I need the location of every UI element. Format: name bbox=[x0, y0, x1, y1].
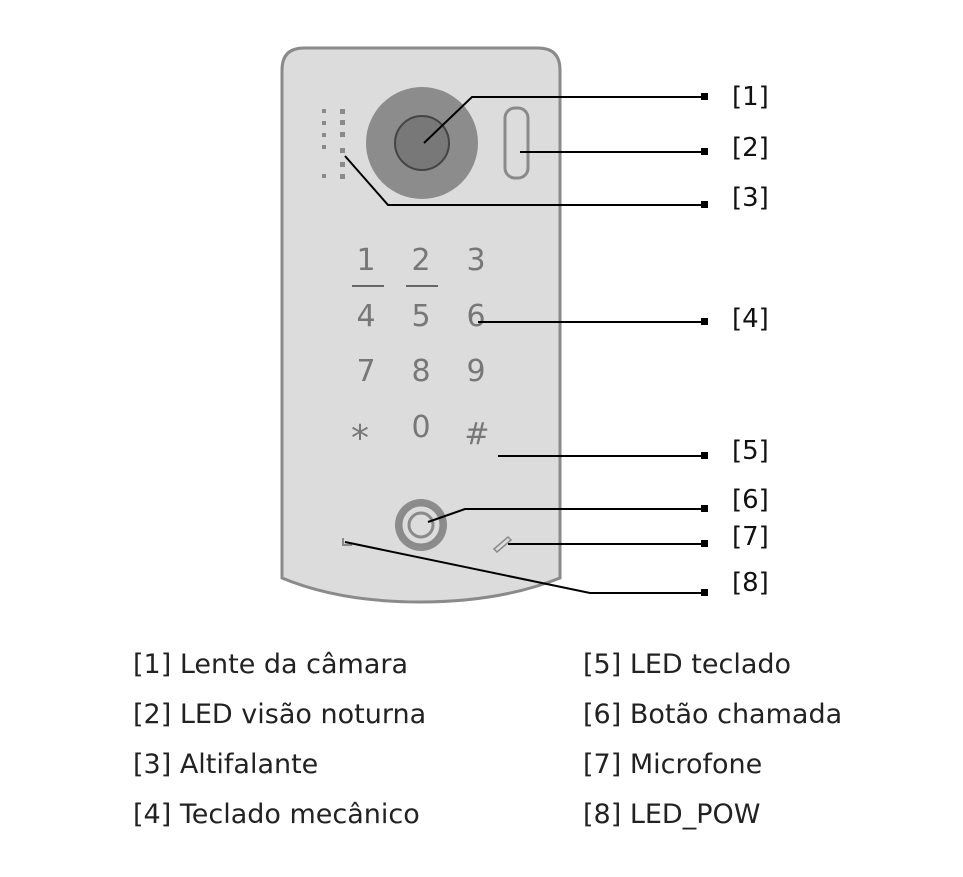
callout-5: [5] bbox=[732, 436, 769, 466]
legend-item: [8] LED_POW bbox=[583, 799, 761, 830]
callout-4: [4] bbox=[732, 304, 769, 334]
microphone-icon bbox=[492, 535, 513, 554]
key-8[interactable]: 8 bbox=[411, 354, 430, 389]
call-button[interactable] bbox=[395, 499, 447, 551]
device-body bbox=[280, 46, 562, 604]
key-star[interactable]: * bbox=[351, 418, 369, 459]
legend-item: [2] LED visão noturna bbox=[133, 699, 427, 730]
key-0[interactable]: 0 bbox=[411, 410, 430, 445]
callout-6: [6] bbox=[732, 485, 769, 515]
key-3[interactable]: 3 bbox=[466, 243, 485, 278]
key-1[interactable]: 1 bbox=[356, 243, 375, 278]
legend-item: [5] LED teclado bbox=[583, 649, 792, 680]
legend-item: [3] Altifalante bbox=[133, 749, 319, 780]
key-hash[interactable]: # bbox=[464, 417, 489, 452]
callout-lines bbox=[344, 96, 705, 594]
legend-item: [6] Botão chamada bbox=[583, 699, 843, 730]
legend-item: [1] Lente da câmara bbox=[133, 649, 409, 680]
key-9[interactable]: 9 bbox=[466, 354, 485, 389]
callout-8: [8] bbox=[732, 568, 769, 598]
key-4[interactable]: 4 bbox=[356, 299, 375, 334]
callout-2: [2] bbox=[732, 133, 769, 163]
power-led-icon bbox=[342, 538, 352, 546]
key-2[interactable]: 2 bbox=[411, 243, 430, 278]
bell-icon bbox=[407, 511, 435, 539]
speaker-grille bbox=[322, 109, 345, 179]
camera-lens-icon bbox=[394, 115, 450, 171]
legend-item: [4] Teclado mecânico bbox=[133, 799, 420, 830]
key-7[interactable]: 7 bbox=[356, 354, 375, 389]
callout-7: [7] bbox=[732, 522, 769, 552]
callout-3: [3] bbox=[732, 183, 769, 213]
key-5[interactable]: 5 bbox=[411, 299, 430, 334]
callout-1: [1] bbox=[732, 82, 769, 112]
legend-item: [7] Microfone bbox=[583, 749, 763, 780]
key-6[interactable]: 6 bbox=[466, 299, 485, 334]
night-vision-led bbox=[503, 106, 530, 180]
keypad: 1 2 3 4 5 6 7 8 9 * 0 # bbox=[351, 243, 490, 459]
